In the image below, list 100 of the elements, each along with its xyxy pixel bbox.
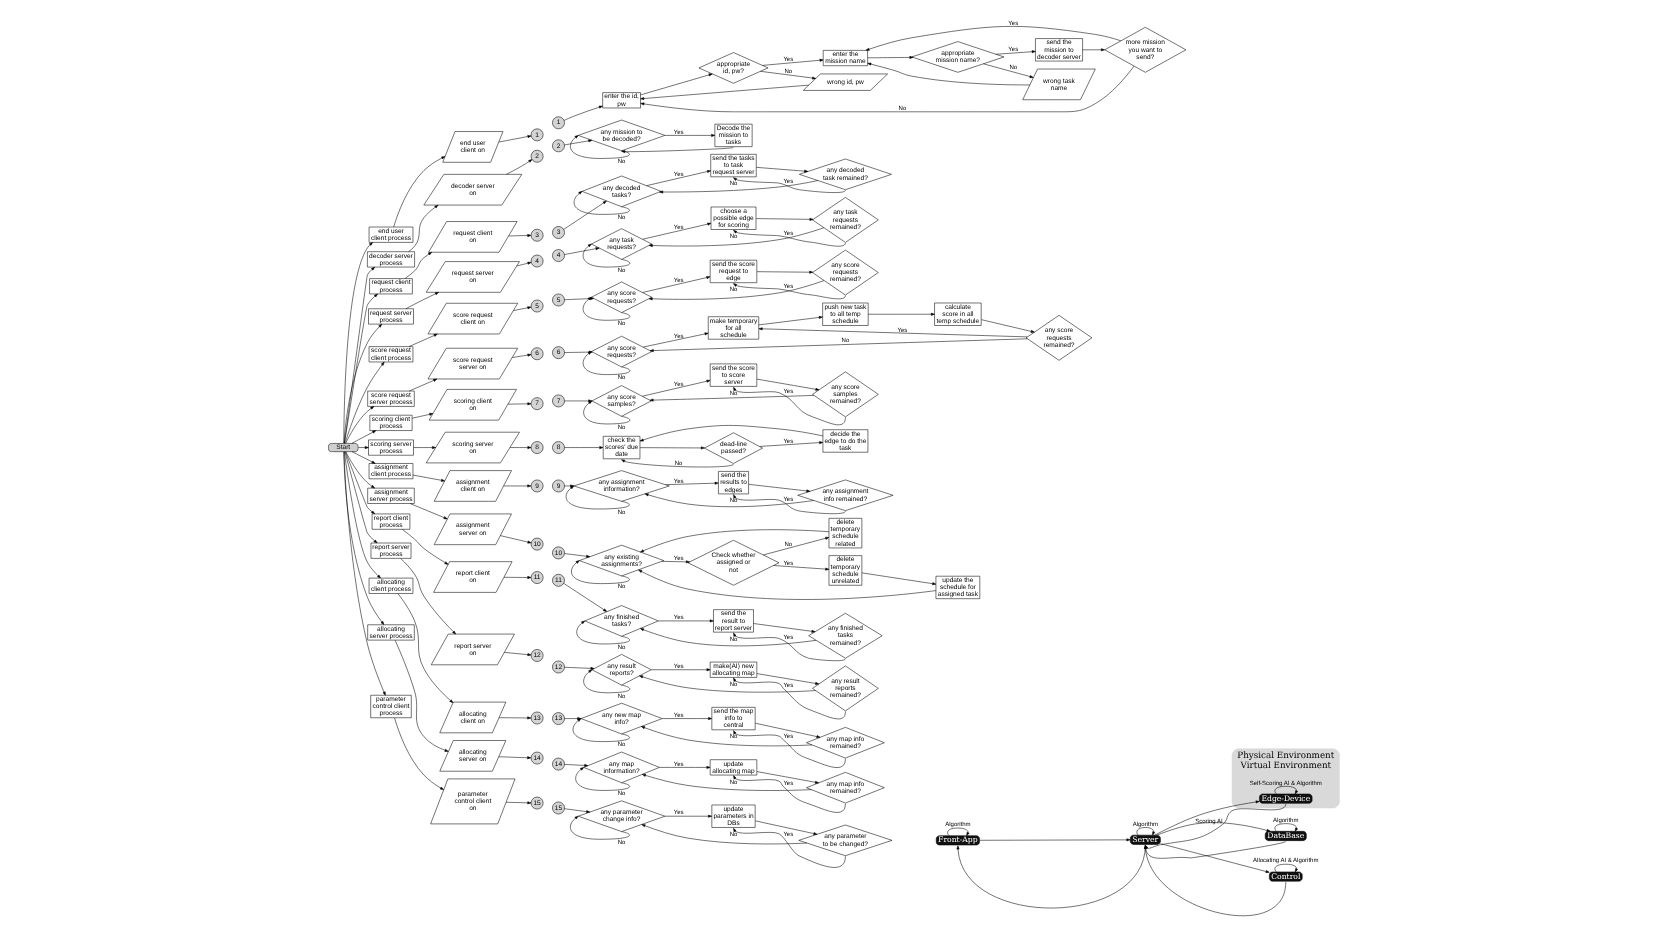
arrow: [733, 631, 846, 660]
arrow: [640, 528, 830, 552]
arrow: [344, 450, 381, 578]
arrow: [570, 134, 630, 158]
arrow: [564, 296, 594, 300]
arrow: [979, 837, 1131, 841]
arrow: [343, 450, 386, 695]
arrow: [649, 394, 815, 401]
arrow: [351, 450, 376, 463]
arrow: [1082, 47, 1105, 51]
arrow: [665, 480, 719, 484]
arrow: [659, 179, 819, 193]
arrow: [1156, 821, 1271, 835]
arrow: [1274, 822, 1298, 831]
arrow: [408, 203, 439, 251]
arrow: [343, 322, 383, 443]
arrow: [642, 221, 712, 239]
arrow: [563, 199, 607, 229]
arrow: [573, 190, 630, 214]
arrow: [756, 672, 820, 684]
arrow: [981, 318, 1035, 332]
arrow: [649, 337, 1028, 351]
arrow: [642, 331, 709, 347]
arrow: [410, 502, 448, 519]
arrow: [563, 582, 607, 611]
arrow: [621, 146, 734, 153]
arrow: [947, 826, 970, 835]
arrow: [409, 377, 438, 391]
arrow: [564, 665, 595, 669]
arrow: [659, 764, 711, 768]
arrow: [758, 315, 823, 325]
arrow: [646, 169, 711, 185]
arrow: [733, 176, 846, 192]
arrow: [344, 360, 385, 443]
arrow: [582, 295, 631, 320]
arrow: [564, 138, 593, 145]
arrow: [344, 265, 375, 443]
arrow: [397, 592, 454, 703]
arrow: [755, 216, 814, 220]
arrow: [1136, 826, 1156, 835]
arrow: [564, 716, 582, 719]
arrow: [506, 158, 533, 174]
arrow: [639, 424, 824, 441]
arrow: [508, 233, 532, 236]
arrow: [402, 528, 449, 564]
arrow: [641, 725, 813, 746]
arrow: [861, 571, 937, 585]
arrow: [639, 674, 816, 692]
arrow: [509, 445, 532, 448]
arrow: [758, 326, 1028, 337]
arrow: [644, 492, 815, 506]
arrow: [405, 291, 439, 309]
arrow: [756, 269, 814, 273]
arrow: [564, 445, 604, 448]
arrow: [956, 844, 1146, 908]
arrow: [345, 405, 375, 443]
arrow: [648, 279, 825, 300]
arrow: [412, 473, 445, 481]
arrow: [773, 564, 830, 570]
arrow: [507, 401, 532, 405]
arrow: [504, 651, 532, 656]
arrow: [641, 823, 808, 844]
arrow: [570, 814, 630, 839]
arrow: [733, 676, 846, 719]
arrow: [583, 668, 631, 693]
arrow: [576, 619, 630, 644]
arrow: [664, 132, 716, 136]
arrow: [983, 62, 1034, 77]
arrow: [500, 534, 532, 543]
arrow: [344, 450, 378, 543]
arrow: [753, 622, 816, 632]
arrow: [1274, 862, 1298, 872]
arrow: [662, 716, 712, 719]
arrow: [640, 64, 1135, 112]
arrow: [503, 575, 532, 578]
arrow: [563, 104, 603, 120]
arrow: [498, 755, 532, 759]
arrow: [564, 552, 591, 557]
arrow: [394, 716, 444, 789]
arrow: [664, 813, 712, 817]
arrow: [762, 57, 824, 65]
arrow: [498, 134, 532, 142]
arrow: [642, 275, 711, 292]
arrow: [759, 440, 824, 446]
arrow: [748, 483, 811, 492]
arrow: [995, 49, 1036, 54]
arrow: [733, 729, 846, 767]
arrow: [516, 260, 532, 266]
arrow: [867, 311, 935, 315]
arrow: [572, 717, 630, 741]
arrow: [413, 445, 436, 448]
arrow: [867, 55, 914, 58]
arrow: [648, 226, 825, 246]
arrow: [867, 61, 1031, 85]
arrow: [650, 667, 711, 671]
arrow: [638, 568, 937, 599]
arrow: [345, 450, 375, 488]
arrow: [733, 282, 846, 299]
arrow: [571, 559, 630, 583]
arrow: [733, 827, 846, 867]
